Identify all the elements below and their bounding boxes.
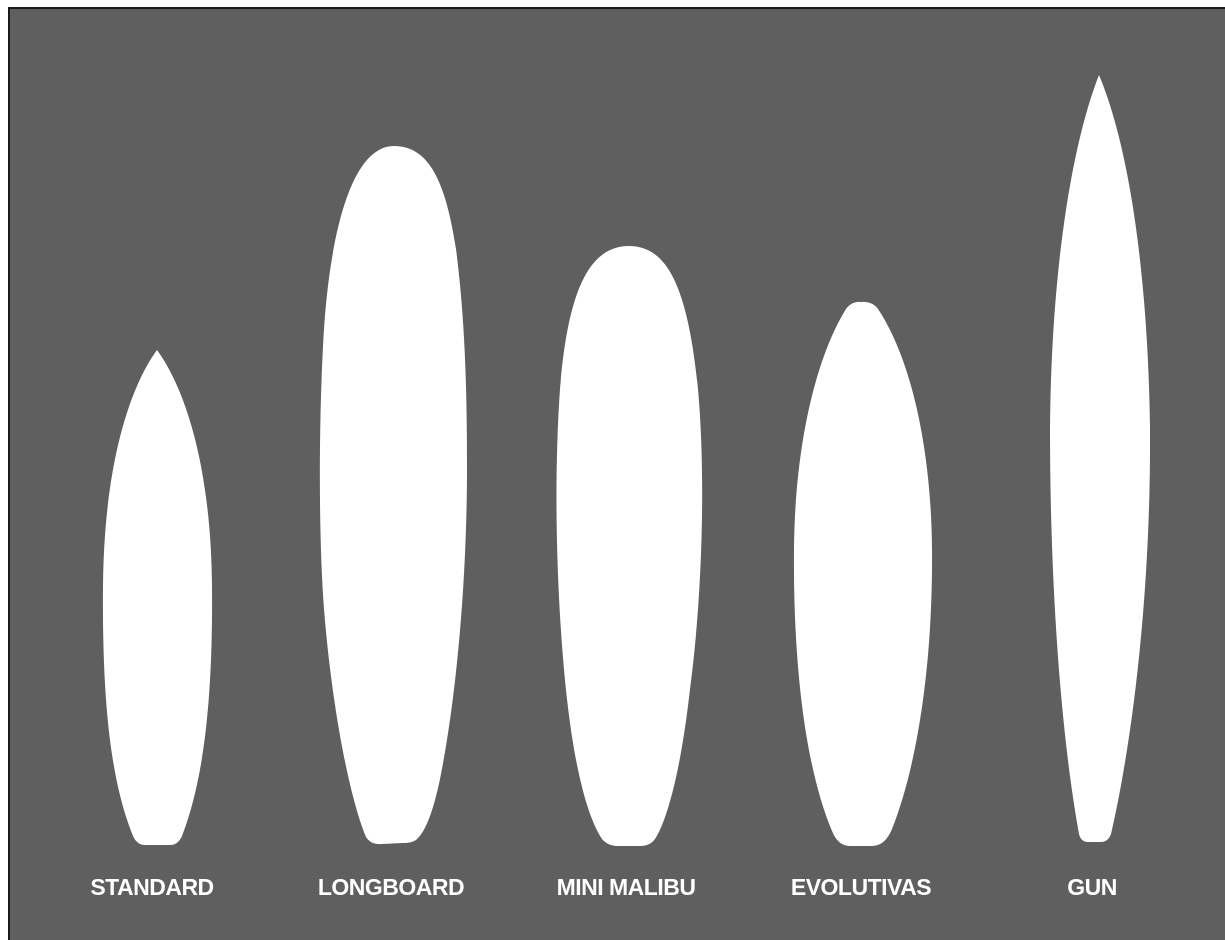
standard-label: STANDARD xyxy=(90,874,213,900)
surfboard-diagram: STANDARD LONGBOARD MINI MALIBU EVOLUTIVA… xyxy=(10,9,1225,940)
evolutivas-label: EVOLUTIVAS xyxy=(791,874,931,900)
gun-label: GUN xyxy=(1067,874,1117,900)
longboard-label: LONGBOARD xyxy=(318,874,464,900)
mini-malibu-board-shape xyxy=(556,246,702,846)
longboard-board-shape xyxy=(320,146,467,844)
surfboard-diagram-panel: STANDARD LONGBOARD MINI MALIBU EVOLUTIVA… xyxy=(8,7,1225,940)
mini-malibu-label: MINI MALIBU xyxy=(557,874,696,900)
